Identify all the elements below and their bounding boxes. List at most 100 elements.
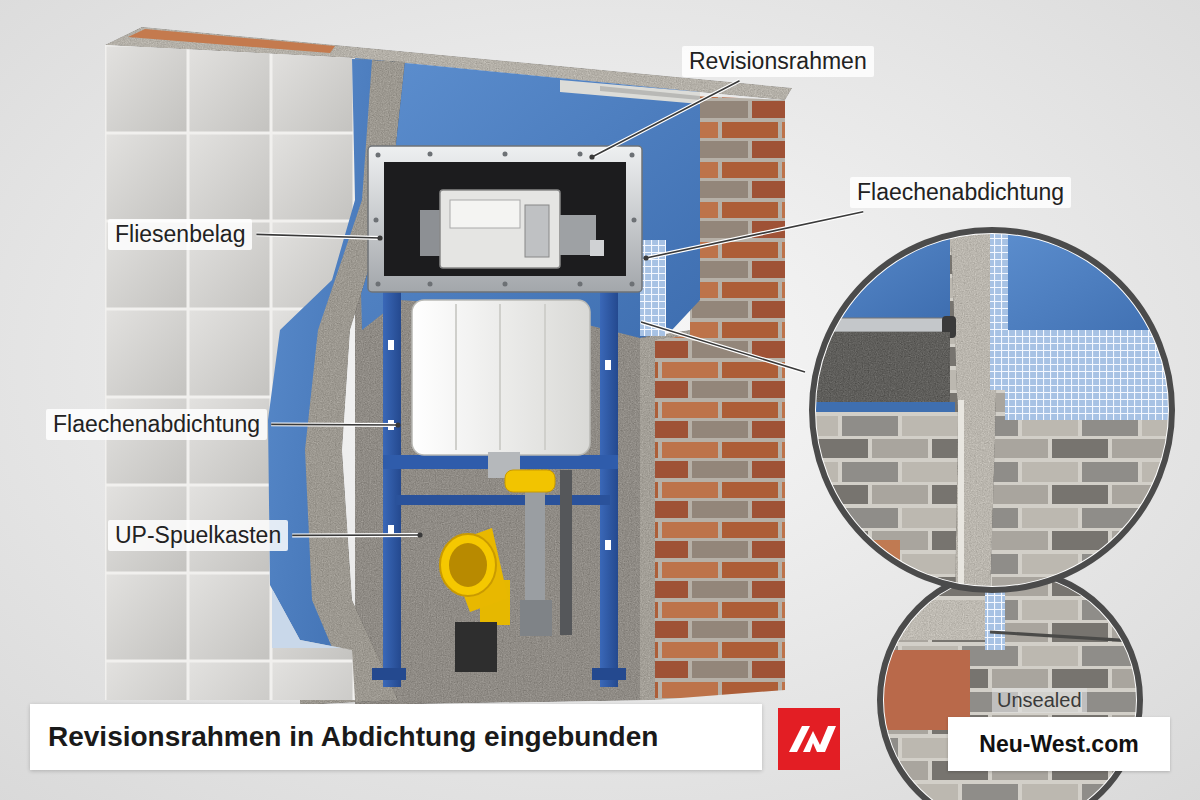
detail-pointer-part xyxy=(641,322,805,372)
detail-circle-lower-part-part xyxy=(880,600,1000,640)
detail-pointer xyxy=(641,322,805,372)
detail-pointer-part xyxy=(641,322,805,372)
pipes-part xyxy=(455,622,497,672)
access-frame-part-part xyxy=(503,152,508,157)
tile-surface xyxy=(100,40,360,705)
leader-halo xyxy=(292,533,420,537)
access-frame-part xyxy=(420,210,442,256)
pipes xyxy=(440,470,572,672)
detail-circle-upper-part-part xyxy=(1005,220,1190,330)
installation-frame-part xyxy=(605,360,611,370)
installation-frame-part xyxy=(388,420,394,430)
access-frame-part xyxy=(450,200,520,228)
wall xyxy=(100,27,792,705)
leader-dot xyxy=(395,422,400,427)
detail-circle-upper-part-part xyxy=(810,540,900,585)
detail-circle-upper-part-part xyxy=(958,400,964,600)
leader-stroke xyxy=(292,534,420,536)
tile-surface-part xyxy=(100,40,360,705)
detail-circle-lower-part-part xyxy=(985,570,1005,650)
logo-mark-part xyxy=(803,726,836,752)
installation-frame-part xyxy=(605,540,611,550)
access-frame-part-part xyxy=(630,282,635,287)
detail-circle-upper-part-part xyxy=(990,220,1008,390)
leader-line xyxy=(256,234,382,240)
logo-mark-part xyxy=(778,708,840,770)
wall-part xyxy=(600,86,700,100)
cistern-part xyxy=(456,304,545,450)
access-frame-part-part xyxy=(503,282,508,287)
detail-circle-upper-part-part xyxy=(800,402,955,412)
access-frame-part-part xyxy=(630,153,635,158)
pipes-part xyxy=(480,580,510,625)
access-frame-part-part xyxy=(578,152,583,157)
detail-circle-upper-part xyxy=(815,233,1169,587)
access-frame-part xyxy=(525,205,549,257)
part-label: Flaechenabdichtung xyxy=(46,409,267,440)
cistern-part xyxy=(412,300,590,455)
installation-frame-part xyxy=(600,292,618,687)
installation-frame-part xyxy=(383,455,618,469)
installation-frame-part xyxy=(388,525,394,535)
installation-frame-part xyxy=(395,495,610,505)
pipes-part xyxy=(525,480,545,605)
leader-halo xyxy=(256,234,380,238)
leader-dot xyxy=(643,255,648,260)
logo-mark xyxy=(778,708,840,770)
leader-stroke xyxy=(592,81,740,157)
leader-halo xyxy=(592,81,740,157)
logo-mark-part xyxy=(789,726,810,752)
detail-circle-upper-part-part xyxy=(800,220,1190,600)
installation-frame-part xyxy=(383,292,401,687)
detail-circle-upper-part xyxy=(800,220,1190,600)
access-frame-part xyxy=(440,190,560,268)
pipes-part xyxy=(505,470,555,492)
leader-dot xyxy=(589,154,594,159)
access-frame-part-part xyxy=(632,218,637,223)
leader-stroke xyxy=(256,234,380,238)
detail-circle-upper-part-part xyxy=(1005,330,1190,420)
leader-halo xyxy=(271,422,398,427)
detail-circle-upper-part-part xyxy=(800,318,950,332)
part-label: Revisionsrahmen xyxy=(682,46,874,77)
detail-circle-upper-part-part xyxy=(950,220,1000,600)
leader-line xyxy=(589,81,739,160)
leader-dot xyxy=(417,532,422,537)
access-frame-part xyxy=(374,152,637,287)
note-label: Unsealed xyxy=(992,688,1087,713)
cistern xyxy=(412,300,590,478)
installation-frame-part xyxy=(372,668,406,680)
cistern-part xyxy=(488,452,520,478)
access-frame-part-part xyxy=(428,152,433,157)
access-frame-part xyxy=(368,146,642,292)
part-label: UP-Spuelkasten xyxy=(108,520,288,551)
watermark: Neu-West.com xyxy=(948,717,1170,771)
pipes-part xyxy=(520,600,552,636)
detail-circle-lower-part-part xyxy=(990,632,1150,642)
access-frame-part xyxy=(384,162,626,276)
wall-part xyxy=(300,58,405,705)
pipes-part xyxy=(560,470,572,635)
leader-line xyxy=(271,422,400,427)
wall-part xyxy=(640,240,666,336)
leader-dot xyxy=(377,235,382,240)
access-frame-part xyxy=(560,215,596,255)
pipes-part xyxy=(445,528,508,612)
wall-part xyxy=(128,29,335,53)
detail-circle-upper-part-part xyxy=(800,220,950,318)
leader-line xyxy=(643,212,863,261)
wall-part xyxy=(655,96,785,700)
access-frame-part-part xyxy=(376,153,381,158)
leader-halo xyxy=(646,212,863,258)
wall-part xyxy=(355,58,700,338)
leader-line xyxy=(292,532,422,537)
leader-stroke xyxy=(646,212,863,258)
part-label: Flaechenabdichtung xyxy=(850,177,1071,208)
wall-part xyxy=(560,80,700,104)
detail-circle-upper-part-part xyxy=(942,316,956,338)
wall-part xyxy=(262,58,372,700)
